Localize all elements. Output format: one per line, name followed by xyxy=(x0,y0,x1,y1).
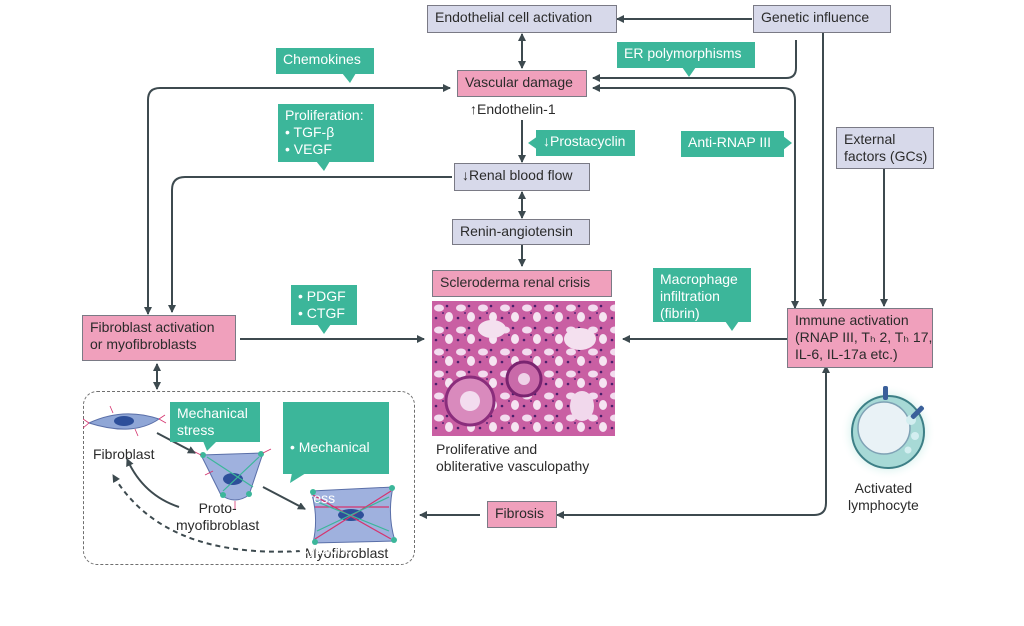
proliferation-line-2: • TGF-β xyxy=(285,124,335,140)
fibrosis-box: Fibrosis xyxy=(487,501,557,528)
lymphocyte-label-line-2: lymphocyte xyxy=(848,497,919,513)
proliferation-line-3: • VEGF xyxy=(285,141,332,157)
fibroblast-cell xyxy=(83,405,167,437)
mechanical-stress-callout-tail xyxy=(203,441,217,451)
mechanical-cytokines-callout: • Mechanical stress • Cytokines (e.g. TG… xyxy=(283,402,389,608)
anti-rnap-callout: Anti-RNAP III xyxy=(681,131,784,157)
fibroblast-activation-line-1: Fibroblast activation xyxy=(90,319,215,335)
immune-activation-line-1: Immune activation xyxy=(795,312,909,328)
macrophage-callout: Macrophage infiltration (fibrin) xyxy=(653,268,751,322)
fibroblast-activation-line-2: or myofibroblasts xyxy=(90,336,197,352)
cell-illustrations xyxy=(83,405,397,553)
genetic-influence-box: Genetic influence xyxy=(753,5,891,33)
activated-lymphocyte-illustration xyxy=(840,384,936,480)
lymphocyte-label: Activated lymphocyte xyxy=(848,480,919,514)
anti-rnap-callout-tail xyxy=(783,136,792,150)
ctgf-line: • CTGF xyxy=(298,305,345,321)
macrophage-line-3: (fibrin) xyxy=(660,305,700,321)
er-polymorphisms-callout: ER polymorphisms xyxy=(617,42,755,68)
mech-cyto-line-1: • Mechanical xyxy=(290,439,370,455)
protomyofibroblast-label-line-2: myofibroblast xyxy=(176,517,260,533)
proliferation-line-1: Proliferation: xyxy=(285,107,364,123)
macrophage-line-1: Macrophage xyxy=(660,271,738,287)
immune-activation-line-3: IL-6, IL-17a etc.) xyxy=(795,346,898,362)
macrophage-line-2: infiltration xyxy=(660,288,720,304)
fibroblast-activation-box: Fibroblast activation or myofibroblasts xyxy=(82,315,236,361)
proliferation-callout: Proliferation: • TGF-β • VEGF xyxy=(278,104,374,162)
renal-blood-flow-box: ↓Renal blood flow xyxy=(454,163,590,191)
myofibroblast-label: Myofibroblast xyxy=(305,545,389,561)
protomyofibroblast-label: Proto- myofibroblast xyxy=(176,500,259,534)
mechanical-cytokines-callout-tail xyxy=(290,473,306,483)
mechanical-stress-line-2: stress xyxy=(177,422,215,438)
myofibroblast-cell xyxy=(310,485,397,545)
vascular-damage-box: Vascular damage xyxy=(457,70,587,97)
endothelial-cell-activation-box: Endothelial cell activation xyxy=(427,5,617,33)
lymphocyte-label-line-1: Activated xyxy=(854,480,913,496)
proliferation-callout-tail xyxy=(316,161,330,171)
external-factors-box: External factors (GCs) xyxy=(836,127,934,169)
vasculopathy-caption-line-1: Proliferative and xyxy=(436,441,538,457)
er-polymorphisms-callout-tail xyxy=(682,67,696,77)
chemokines-callout: Chemokines xyxy=(276,48,374,74)
pdgf-line: • PDGF xyxy=(298,288,346,304)
renin-angiotensin-box: Renin-angiotensin xyxy=(452,219,590,245)
mechanical-stress-line-1: Mechanical xyxy=(177,405,248,421)
connector-arrows xyxy=(144,15,888,519)
immune-activation-box: Immune activation (RNAP III, Tₕ 2, Tₕ 17… xyxy=(787,308,933,368)
pdgf-callout-tail xyxy=(317,324,331,334)
fibroblast-label: Fibroblast xyxy=(93,446,155,462)
external-factors-line-2: factors (GCs) xyxy=(844,148,928,164)
endothelin-label: ↑Endothelin-1 xyxy=(470,101,556,117)
immune-activation-line-2: (RNAP III, Tₕ 2, Tₕ 17, xyxy=(795,329,933,345)
pdgf-ctgf-callout: • PDGF • CTGF xyxy=(291,285,357,325)
vasculopathy-caption: Proliferative and obliterative vasculopa… xyxy=(436,441,589,475)
prostacyclin-callout-tail xyxy=(528,136,538,150)
protomyofibroblast-cell xyxy=(192,448,272,509)
vasculopathy-histology-image xyxy=(432,301,615,436)
mech-cyto-line-3: • Cytokines xyxy=(290,541,361,557)
mech-cyto-line-2: stress xyxy=(290,490,336,506)
chemokines-callout-tail xyxy=(342,73,356,83)
vasculopathy-caption-line-2: obliterative vasculopathy xyxy=(436,458,590,474)
macrophage-callout-tail xyxy=(725,321,739,331)
external-factors-line-1: External xyxy=(844,131,896,147)
mechanical-stress-callout: Mechanical stress xyxy=(170,402,260,442)
mech-cyto-line-4: (e.g. TGF-β) xyxy=(290,592,375,608)
scleroderma-renal-crisis-box: Scleroderma renal crisis xyxy=(432,270,612,297)
myofibroblast-differentiation-inset xyxy=(83,391,415,565)
prostacyclin-callout: ↓Prostacyclin xyxy=(536,130,635,156)
protomyofibroblast-label-line-1: Proto- xyxy=(198,500,237,516)
